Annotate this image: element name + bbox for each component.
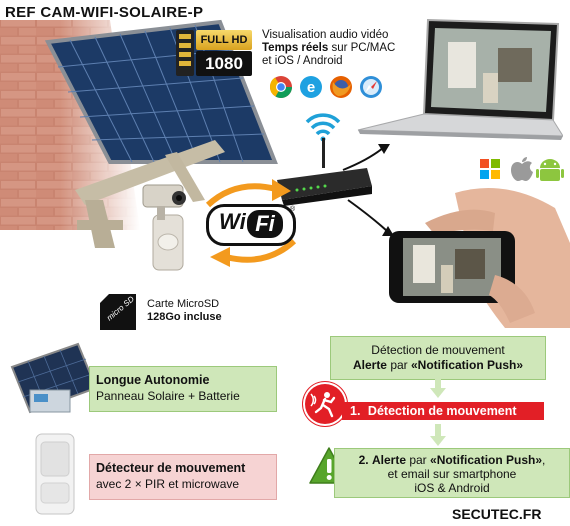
step-1-number: 1. — [350, 404, 361, 418]
network-arrows — [342, 144, 394, 236]
ref-title: REF CAM-WIFI-SOLAIRE-P — [5, 4, 204, 21]
viewing-text: Visualisation audio vidéo Temps réels su… — [262, 29, 395, 68]
push-header-line-1: Détection de mouvement — [371, 343, 505, 357]
feature-autonomy-title: Longue Autonomie — [96, 373, 210, 387]
router-image — [277, 138, 372, 206]
feature-detector-desc: avec 2 × PIR et microwave — [96, 477, 240, 491]
laptop-image — [357, 18, 563, 140]
push-header-box: Détection de mouvement Alerte par «Notif… — [330, 336, 546, 380]
film-strip-icon — [176, 30, 194, 76]
wifi-logo: Wi Fi — [206, 204, 296, 246]
step-2-line-2: et email sur smartphone — [387, 467, 517, 481]
svg-text:e: e — [307, 79, 315, 96]
feature-autonomy-box: Longue Autonomie Panneau Solaire + Batte… — [89, 366, 277, 412]
windows-icon — [480, 159, 500, 179]
feature-detector-box: Détecteur de mouvement avec 2 × PIR et m… — [89, 454, 277, 500]
microsd-card-icon: micro SD — [100, 294, 136, 330]
microsd-text: Carte MicroSD 128Go incluse — [147, 298, 222, 324]
motion-alert-icon — [305, 384, 345, 424]
feature-detector-title: Détecteur de mouvement — [96, 461, 246, 475]
viewing-line-2: Temps réels sur PC/MAC — [262, 42, 396, 54]
full-hd-badge: FULL HD 1080 — [176, 30, 252, 76]
full-hd-label: FULL HD — [196, 30, 252, 50]
wifi-exchange-arrows — [205, 179, 297, 267]
mount-bracket — [75, 140, 225, 248]
flow-arrow-down-1 — [430, 378, 446, 398]
solar-kit-image — [10, 342, 98, 414]
step-2-line-3: iOS & Android — [414, 481, 490, 495]
ie-icon: e — [300, 76, 322, 98]
wifi-signal-icon — [305, 113, 341, 142]
smartphone-in-hand-image — [389, 188, 570, 328]
viewing-line-3: et iOS / Android — [262, 55, 343, 67]
android-icon — [536, 159, 564, 181]
viewing-line-1: Visualisation audio vidéo — [262, 29, 389, 41]
os-icons — [478, 154, 564, 184]
wifi-registered-mark: ® — [290, 206, 296, 213]
apple-icon — [511, 157, 533, 181]
microsd-line-2: 128Go incluse — [147, 311, 222, 323]
flow-arrow-down-2 — [430, 424, 446, 446]
camera-image — [142, 184, 186, 271]
chrome-icon — [269, 76, 292, 98]
step-1-text: Détection de mouvement — [367, 404, 517, 418]
safari-icon — [360, 76, 382, 98]
motion-detector-image — [35, 433, 75, 515]
step-2-box: 2. Alerte par «Notification Push», et em… — [334, 448, 570, 498]
brand-label: SECUTEC.FR — [452, 506, 542, 522]
microsd-line-1: Carte MicroSD — [147, 298, 220, 310]
step-2-line-1: 2. Alerte par «Notification Push», — [358, 453, 546, 467]
firefox-icon — [330, 76, 352, 98]
push-header-line-2: Alerte par «Notification Push» — [352, 358, 524, 372]
step-1-bar: 1. Détection de mouvement — [342, 402, 544, 420]
resolution-label: 1080 — [196, 51, 252, 76]
browser-icons: e — [268, 74, 388, 100]
feature-autonomy-desc: Panneau Solaire + Batterie — [96, 389, 240, 403]
